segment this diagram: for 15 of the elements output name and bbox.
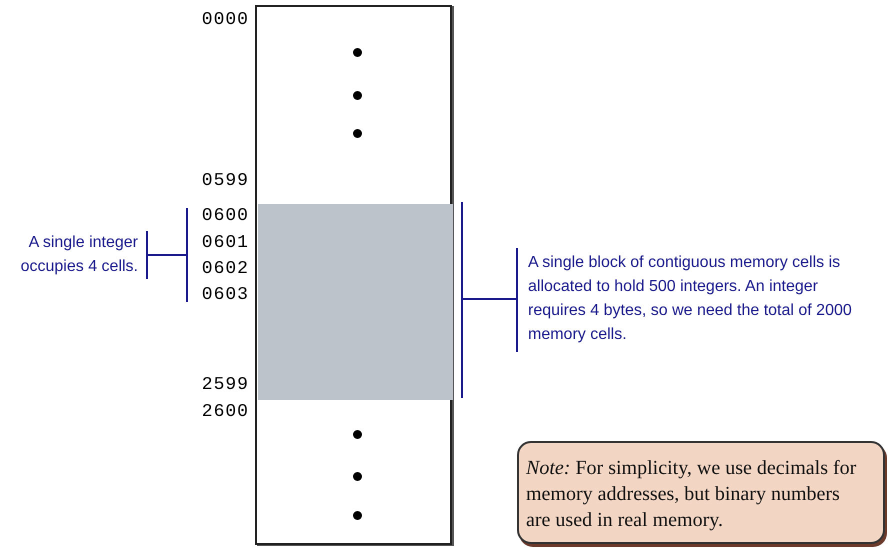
memory-address: 0000 (202, 11, 249, 29)
memory-address: 2599 (202, 376, 249, 394)
leader-line (148, 254, 186, 256)
leader-line (462, 298, 516, 300)
callout-text: A single integer occupies 4 cells. (2, 231, 148, 279)
memory-address: 0599 (202, 172, 249, 190)
memory-address: 0600 (202, 207, 249, 225)
allocated-block (258, 204, 453, 400)
memory-column (255, 5, 452, 545)
callout-text: A single block of contiguous memory cells is allocated to hold 500 integers. An integer requires 4 bytes, so we need the total of 2000 memory cells. (516, 248, 854, 352)
memory-address: 0603 (202, 286, 249, 304)
memory-address: 0601 (202, 234, 249, 252)
memory-address: 2600 (202, 403, 249, 421)
note-box: Note: For simplicity, we use decimals for memory addresses, but binary numbers are used in real memory. (517, 441, 885, 544)
memory-address: 0602 (202, 260, 249, 278)
